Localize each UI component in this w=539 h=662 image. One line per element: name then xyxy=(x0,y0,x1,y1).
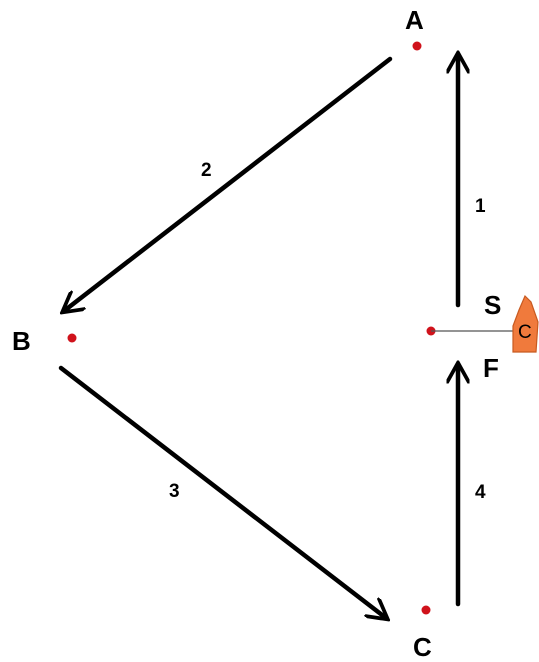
committee-boat-icon xyxy=(512,294,539,353)
finish-label: F xyxy=(483,353,499,383)
mark-a-label: A xyxy=(405,5,424,35)
committee-boat-label: C xyxy=(518,322,532,343)
leg-1-label: 1 xyxy=(475,196,486,217)
leg-3-label: 3 xyxy=(169,481,180,502)
leg-2-label: 2 xyxy=(201,160,212,181)
leg-2-arrow xyxy=(64,56,393,311)
mark-c-dot xyxy=(421,605,431,615)
leg-3-arrow xyxy=(58,365,386,618)
mark-a-dot xyxy=(412,41,422,51)
mark-b-label: B xyxy=(12,326,31,356)
start-label: S xyxy=(484,290,501,320)
mark-c-label: C xyxy=(413,632,432,662)
leg-4-label: 4 xyxy=(475,482,486,503)
mark-b-dot xyxy=(67,333,77,343)
